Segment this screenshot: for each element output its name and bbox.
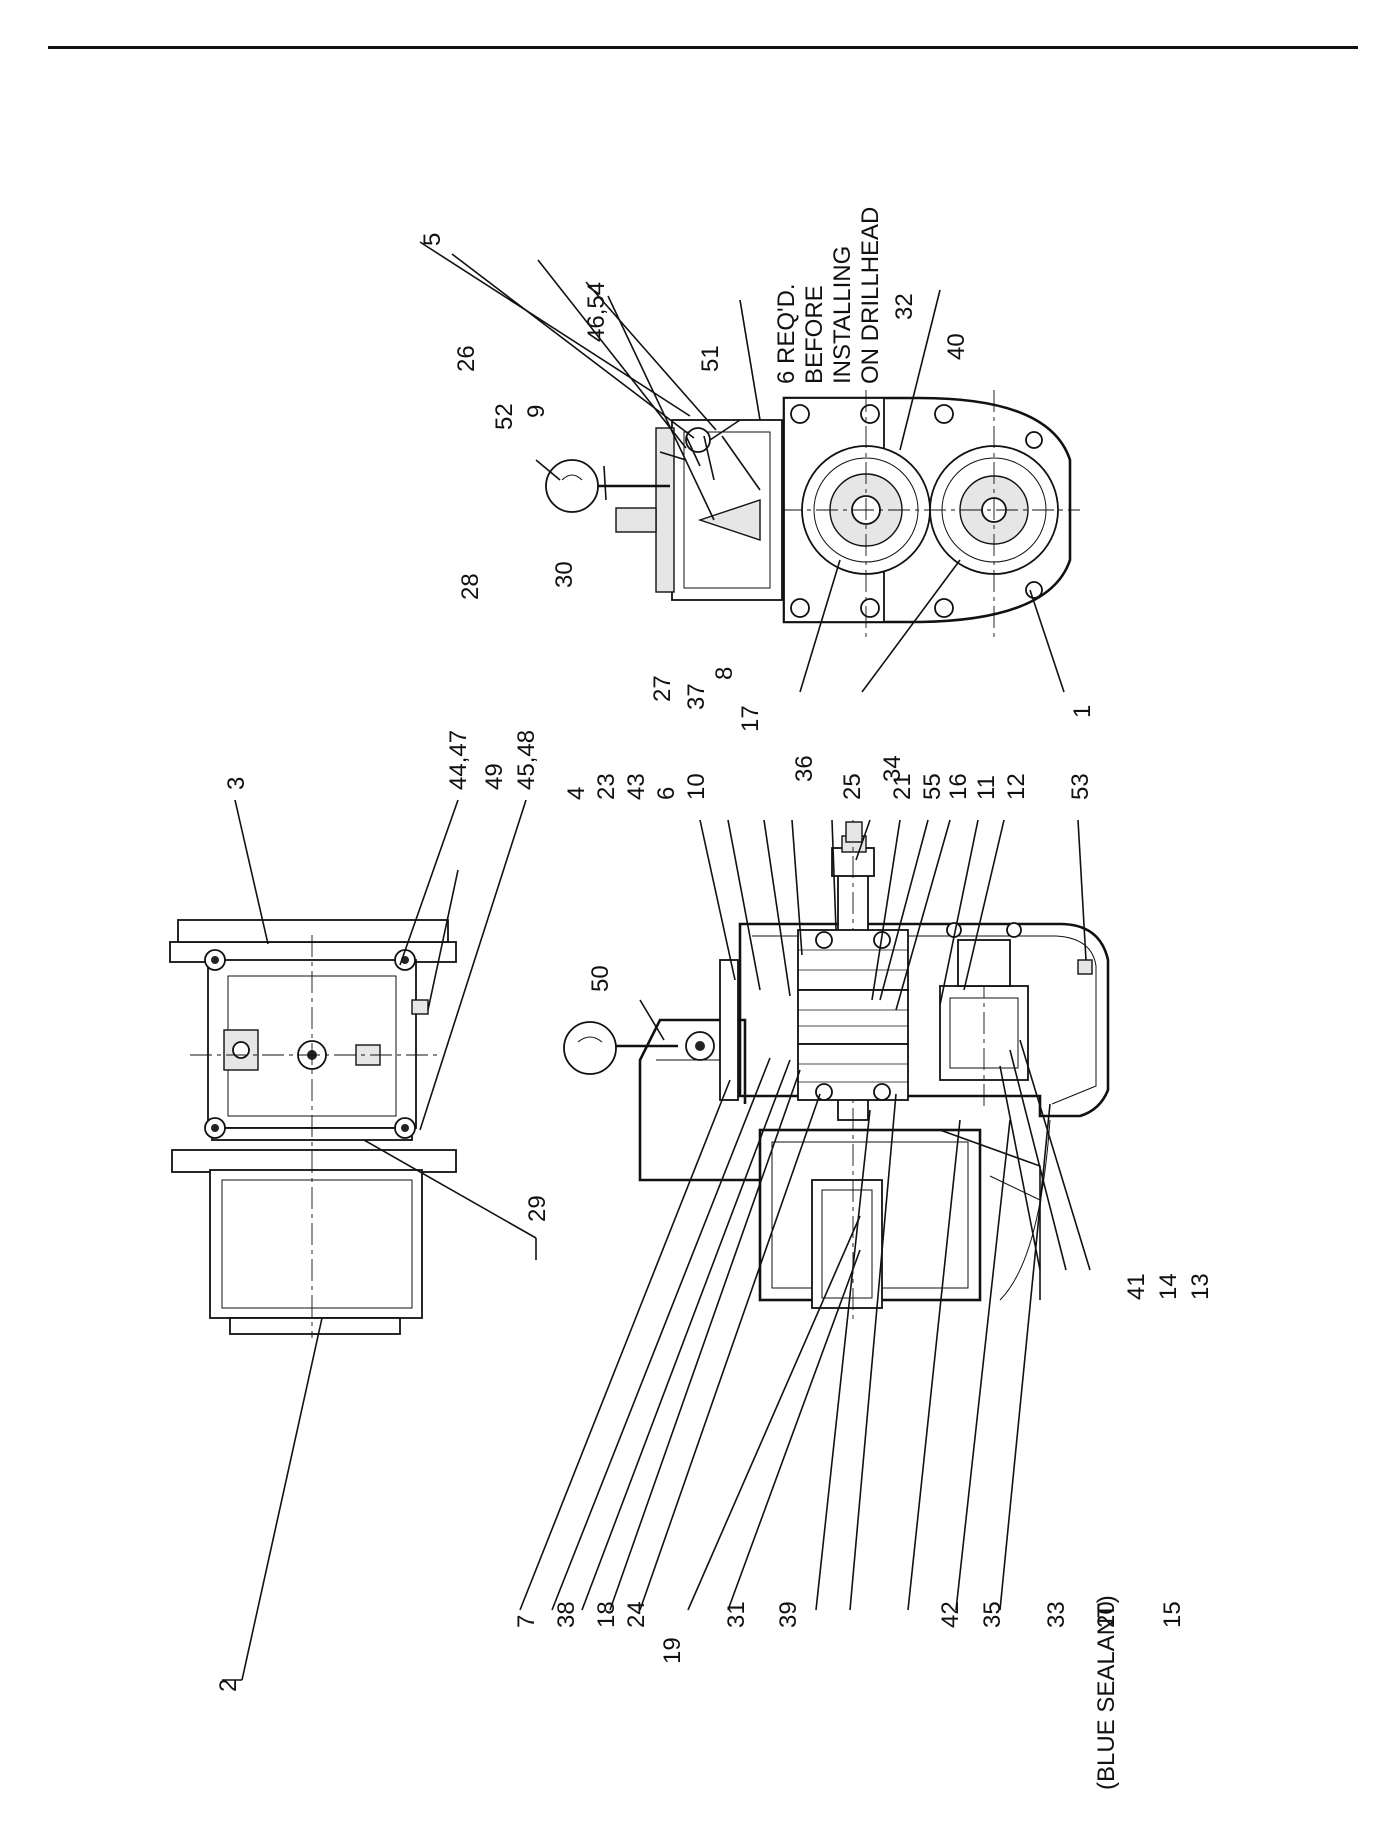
callout-18: 18	[593, 1601, 620, 1628]
callout-55: 55	[919, 773, 946, 800]
callout-20: 20	[1093, 1601, 1120, 1628]
callout-27: 27	[649, 675, 676, 702]
callout-35: 35	[979, 1601, 1006, 1628]
blue-sealant-note: (BLUE SEALANT)	[1093, 1595, 1120, 1790]
callout-9: 9	[523, 405, 550, 418]
callout-24: 24	[623, 1601, 650, 1628]
callout-31: 31	[723, 1601, 750, 1628]
callout-14: 14	[1155, 1273, 1182, 1300]
callouts: 2 3 44,47 49 45,48 29 50 4 23 43 6 10 25…	[215, 207, 1214, 1790]
callout-17: 17	[737, 705, 764, 732]
callout-37: 37	[683, 683, 710, 710]
callout-8: 8	[711, 667, 738, 680]
callout-3: 3	[223, 777, 250, 790]
callout-39: 39	[775, 1601, 802, 1628]
callout-1: 1	[1069, 705, 1096, 718]
callout-11: 11	[973, 775, 1000, 800]
callout-10: 10	[683, 773, 710, 800]
callout-13: 13	[1187, 1273, 1214, 1300]
callout-40: 40	[943, 333, 970, 360]
install-note-line4: ON DRILLHEAD	[857, 207, 884, 384]
callout-50: 50	[587, 965, 614, 992]
callout-46-54: 46,54	[583, 282, 610, 342]
callout-29: 29	[524, 1195, 551, 1222]
callout-4: 4	[563, 787, 590, 800]
callout-26: 26	[453, 345, 480, 372]
callout-2: 2	[215, 1679, 242, 1692]
callout-15: 15	[1159, 1601, 1186, 1628]
callout-7: 7	[513, 1615, 540, 1628]
callout-53: 53	[1067, 773, 1094, 800]
callout-51: 51	[697, 345, 724, 372]
callout-45-48: 45,48	[513, 730, 540, 790]
callout-16: 16	[945, 773, 972, 800]
callout-23: 23	[593, 773, 620, 800]
section-view	[519, 819, 1110, 1611]
callout-33: 33	[1043, 1601, 1070, 1628]
callout-36: 36	[791, 755, 818, 782]
callout-6: 6	[653, 787, 680, 800]
callout-30: 30	[551, 561, 578, 588]
top-rule	[48, 46, 1358, 49]
top-view	[169, 799, 537, 1681]
callout-25: 25	[839, 773, 866, 800]
callout-38: 38	[553, 1601, 580, 1628]
callout-44-47: 44,47	[445, 730, 472, 790]
callout-43: 43	[623, 773, 650, 800]
callout-19: 19	[659, 1637, 686, 1664]
callout-28: 28	[457, 573, 484, 600]
callout-5: 5	[419, 233, 446, 246]
callout-12: 12	[1003, 773, 1030, 800]
callout-42: 42	[937, 1601, 964, 1628]
install-note-line3: INSTALLING	[829, 246, 856, 384]
install-note-line1: 6 REQ'D.	[773, 283, 800, 384]
end-view	[419, 241, 1080, 693]
callout-34: 34	[879, 755, 906, 782]
callout-41: 41	[1123, 1273, 1150, 1300]
install-note-line2: BEFORE	[801, 285, 828, 384]
callout-49: 49	[481, 763, 508, 790]
callout-52: 52	[491, 403, 518, 430]
callout-21: 21	[889, 773, 916, 800]
callout-32: 32	[891, 293, 918, 320]
